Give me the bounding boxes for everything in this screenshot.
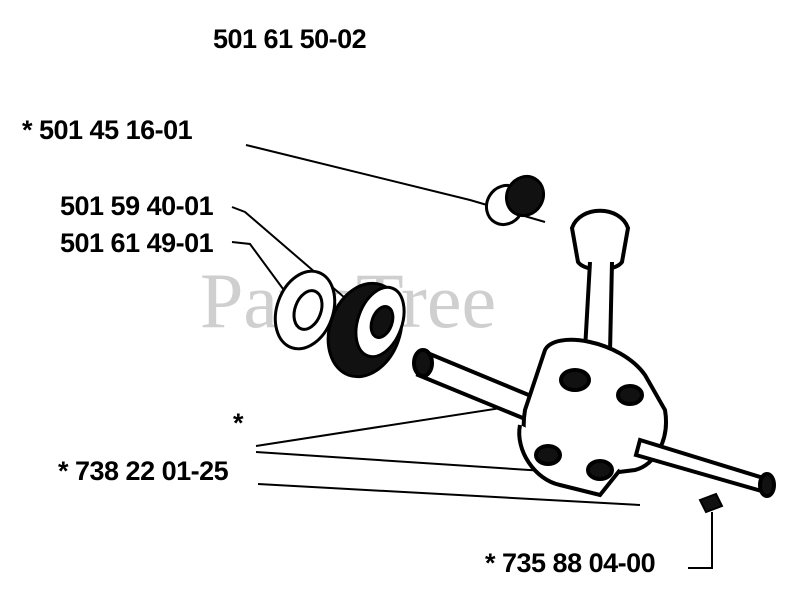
assembly-part-number: 501 61 50-02 xyxy=(213,24,367,54)
leader-line-key-2 xyxy=(255,451,561,473)
woodruff-key xyxy=(698,492,724,514)
key-part-number: * 738 22 01-25 xyxy=(58,456,229,486)
seal-ring xyxy=(273,269,337,351)
leader-line-ball-bearing xyxy=(231,206,346,299)
star-marker: * xyxy=(233,408,244,438)
leader-line-star xyxy=(255,404,521,447)
leader-line-key xyxy=(257,483,641,506)
crankshaft xyxy=(412,337,776,498)
ball-bearing-part-number: 501 59 40-01 xyxy=(60,191,214,221)
woodruff-key-part-number: * 735 88 04-00 xyxy=(485,548,656,578)
needle-bearing-part-number: * 501 45 16-01 xyxy=(22,115,193,145)
ball-bearing xyxy=(326,281,406,379)
leader-line-woodruff xyxy=(688,512,713,569)
connecting-rod xyxy=(569,208,631,355)
needle-bearing xyxy=(484,174,546,227)
seal-ring-part-number: 501 61 49-01 xyxy=(60,228,214,258)
